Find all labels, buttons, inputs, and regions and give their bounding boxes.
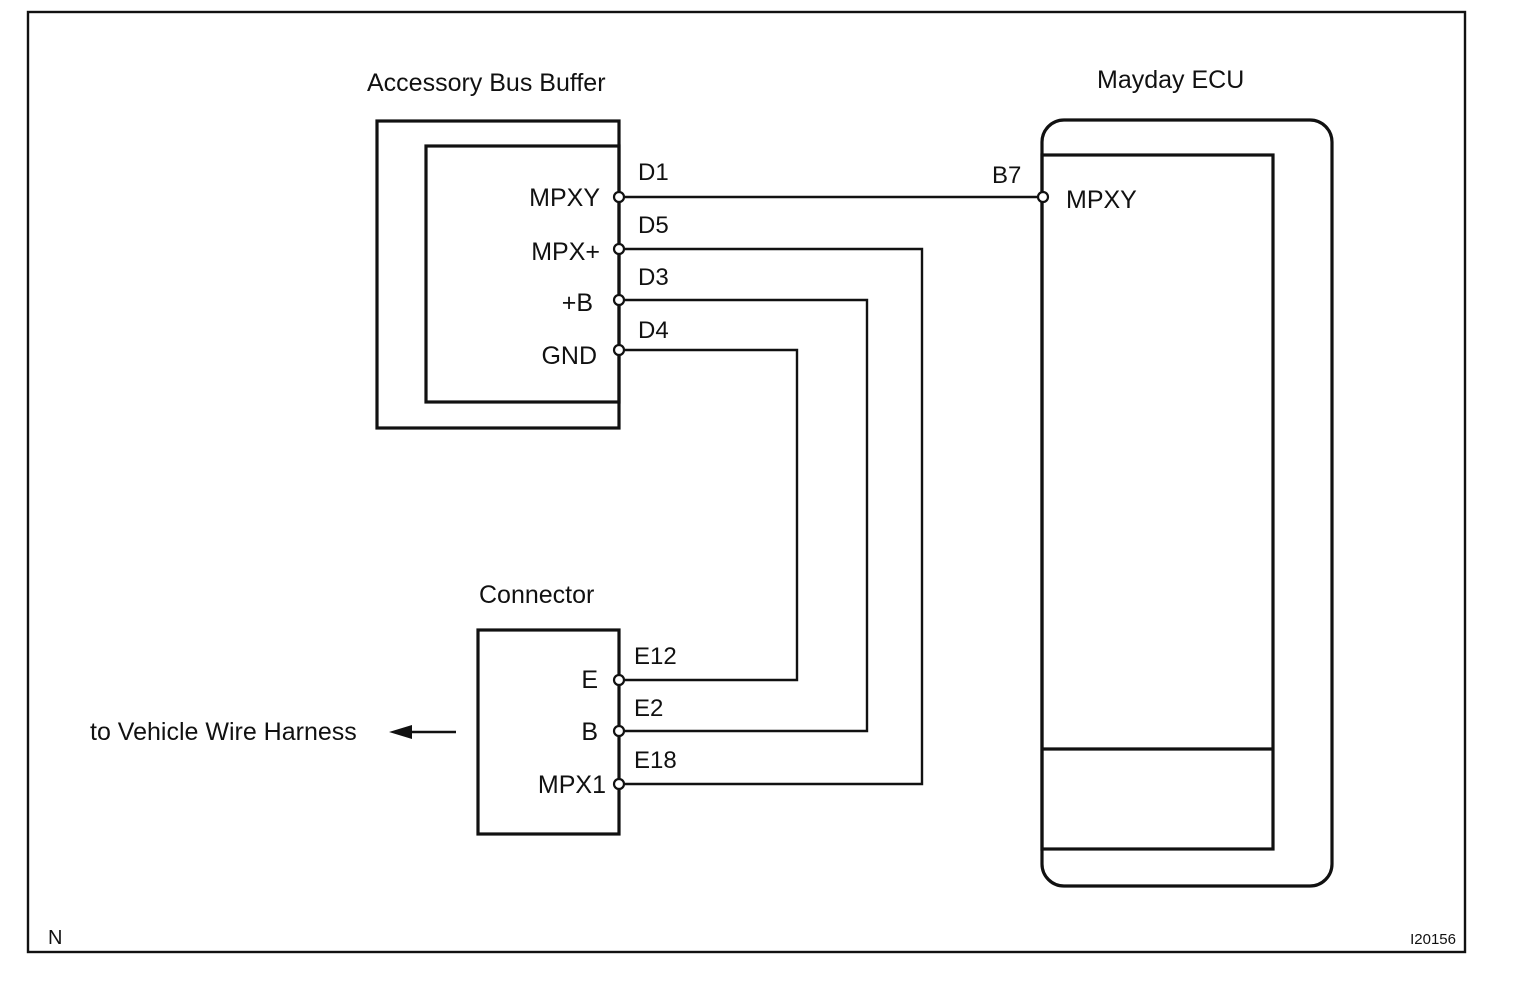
buffer-pin-plus-b: +B [562, 289, 593, 317]
ecu-outer-box [1040, 118, 1334, 888]
terminal-d5 [612, 242, 626, 256]
connector-title: Connector [479, 581, 594, 609]
connector: Connector E B MPX1 E12 E2 E18 [476, 581, 677, 836]
buffer-code-d3: D3 [638, 264, 669, 291]
connector-pin-mpx1: MPX1 [538, 771, 606, 799]
buffer-pin-gnd: GND [541, 342, 597, 370]
figure-id: I20156 [1410, 931, 1456, 948]
mayday-ecu: Mayday ECU MPXY B7 [992, 66, 1334, 888]
wire-d5-e18 [619, 247, 924, 786]
wire-d4-e12 [619, 348, 799, 682]
terminal-e2 [612, 724, 626, 738]
buffer-code-d4: D4 [638, 317, 669, 344]
wire-d3-e2 [619, 298, 869, 733]
connector-code-e2: E2 [634, 695, 663, 722]
ecu-title: Mayday ECU [1097, 66, 1244, 94]
accessory-bus-buffer: Accessory Bus Buffer MPXY MPX+ +B GND D1… [367, 69, 669, 430]
harness-label: to Vehicle Wire Harness [90, 718, 357, 746]
connector-pin-b: B [581, 718, 598, 746]
ecu-pin-mpxy: MPXY [1066, 186, 1137, 214]
ecu-inner-box [1040, 153, 1275, 851]
buffer-code-d5: D5 [638, 212, 669, 239]
terminal-e12 [612, 673, 626, 687]
terminal-b7 [1036, 190, 1050, 204]
terminal-d4 [612, 343, 626, 357]
buffer-pin-mpxy: MPXY [529, 184, 600, 212]
terminals [612, 190, 1050, 791]
buffer-pin-mpx-plus: MPX+ [531, 238, 600, 266]
harness-arrowhead-icon [389, 725, 412, 739]
buffer-code-d1: D1 [638, 159, 669, 186]
corner-letter: N [48, 927, 62, 949]
buffer-outer-box [375, 119, 621, 430]
connector-code-e18: E18 [634, 747, 677, 774]
ecu-code-b7: B7 [992, 162, 1021, 189]
harness-pointer: to Vehicle Wire Harness [90, 718, 456, 746]
buffer-inner-box [424, 144, 621, 404]
connector-code-e12: E12 [634, 643, 677, 670]
wires [619, 195, 1042, 786]
diagram-frame [26, 10, 1467, 954]
connector-pin-e: E [581, 666, 598, 694]
terminal-d1 [612, 190, 626, 204]
terminal-d3 [612, 293, 626, 307]
terminal-e18 [612, 777, 626, 791]
buffer-title: Accessory Bus Buffer [367, 69, 606, 97]
